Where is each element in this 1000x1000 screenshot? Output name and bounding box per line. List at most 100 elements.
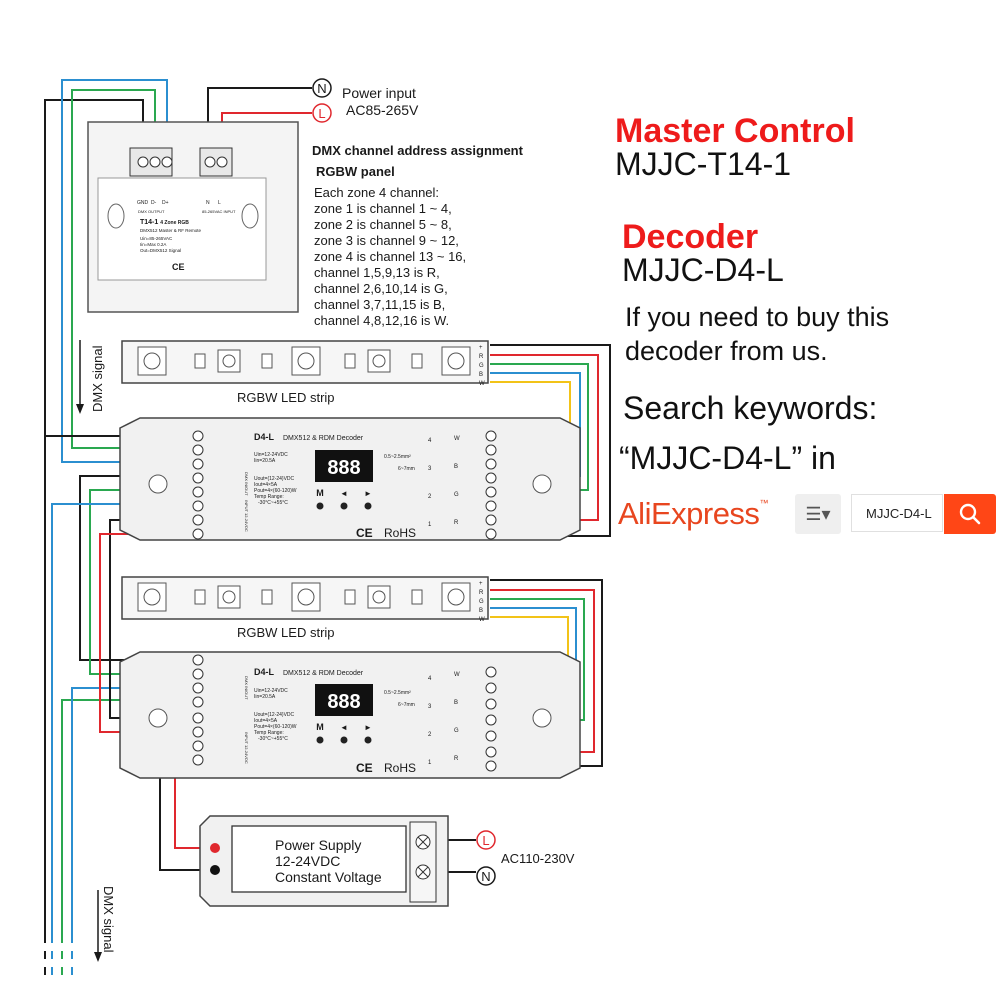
dmx-signal-label-bottom: DMX signal [101,886,116,953]
decoder-1-btn-m-label: M [316,488,324,498]
decoder-2-btn-right-label: ► [364,723,372,732]
dmx-assignment: DMX channel address assignment RGBW pane… [312,143,524,328]
decoder-1-spec-out-4: Temp Range: [254,494,284,500]
category-menu-button[interactable]: ☰▾ [795,494,841,534]
assignment-title: DMX channel address assignment [312,143,524,158]
decoder-2-btn-m-label: M [316,722,324,732]
decoder-1-btn-right [364,502,372,510]
strip-1-label: RGBW LED strip [237,390,335,405]
decoder-2-display-digits: 888 [327,691,360,713]
assignment-line-6: channel 1,5,9,13 is R, [314,265,440,280]
decoder-2-btn-left-label: ◄ [340,723,348,732]
svg-text:W: W [454,436,460,442]
panel-spec-3: Out=DMX512 Signal [140,248,181,253]
decoder-2-rohs: RoHS [384,761,416,775]
panel-spec-1: Uin=85-265VAC [140,236,173,241]
power-input: N L Power input AC85-265V [312,78,419,123]
decoder-1-left-terminals [192,430,204,540]
panel-terminal-l: L [218,200,221,206]
led-strip-2: + R G B W RGBW LED strip [121,576,489,640]
strip-2-pin-w: W [479,617,485,623]
decoder-1-spec-out-1: Uout=(12-24)VDC [254,476,295,482]
panel-terminal-screws [137,156,228,168]
search-button[interactable] [944,494,996,534]
decoder-1-btn-m [316,502,324,510]
decoder-2-channel-labels: 4 3 2 1 W B G R [428,672,460,766]
search-keywords-line-2: “MJJC-D4-L” in [619,440,836,476]
power-input-voltage: AC85-265V [346,102,419,118]
assignment-line-4: zone 3 is channel 9 ~ 12, [314,233,459,248]
decoder-1-spec-out-5: -30°C~+55°C [258,500,288,506]
svg-text:3: 3 [428,704,432,710]
search-icon [959,503,981,525]
decoder-1-power-label: INPUT 12-24VDC [244,500,249,532]
decoder-1-wire-spec-2: 6~7mm [398,466,415,472]
svg-text:G: G [454,728,459,734]
master-control-title: Master Control [615,112,855,150]
decoder-2-spec-out-1: Uout=(12-24)VDC [254,712,295,718]
svg-text:R: R [454,756,459,762]
strip-1-pin-b: B [479,372,483,378]
svg-text:1: 1 [428,760,432,766]
decoder-1-rohs: RoHS [384,526,416,540]
svg-text:B: B [454,464,458,470]
svg-text:2: 2 [428,494,432,500]
assignment-line-2: zone 1 is channel 1 ~ 4, [314,201,452,216]
rgbw-panel: GND D- D+ DMX OUTPUT N L 85-265VAC INPUT… [87,121,299,313]
strip-2-label: RGBW LED strip [237,625,335,640]
ps-output-positive [210,843,220,853]
decoder-2-model: D4-L [254,667,275,677]
assignment-line-3: zone 2 is channel 5 ~ 8, [314,217,452,232]
svg-text:1: 1 [428,522,432,528]
decoder-1: D4-L DMX512 & RDM Decoder Uin=12-24VDC I… [119,417,581,541]
decoder-1-spec-in-2: Iin=20.5A [254,458,276,464]
menu-icon: ☰▾ [805,503,831,524]
search-input[interactable]: MJJC-D4-L [851,494,943,532]
decoder-2-spec-in-1: Uin=12-24VDC [254,688,288,694]
strip-2-pin-b: B [479,608,483,614]
decoder-2-btn-right [364,736,372,744]
assignment-line-7: channel 2,6,10,14 is G, [314,281,448,296]
strip-2-leds [137,582,471,612]
decoder-2-btn-left [340,736,348,744]
strip-1-pin-g: G [479,363,484,369]
decoder-1-desc: DMX512 & RDM Decoder [283,435,364,442]
panel-dmx-output: DMX OUTPUT [138,209,165,214]
decoder-1-spec-in-1: Uin=12-24VDC [254,452,288,458]
strip-1-pin-plus: + [479,345,483,351]
power-supply: Power Supply 12-24VDC Constant Voltage L… [199,815,575,907]
dmx-wire-blue [61,79,196,463]
decoder-1-model: D4-L [254,432,275,442]
decoder-1-btn-right-label: ► [364,489,372,498]
panel-terminal-dminus: D- [151,200,157,206]
decoder-2-left-terminals [192,654,204,766]
search-keywords-line-1: Search keywords: [623,390,878,426]
decoder-2-desc: DMX512 & RDM Decoder [283,670,364,677]
master-control-model: MJJC-T14-1 [615,146,792,182]
decoder-2-spec-out-5: -30°C~+55°C [258,736,288,742]
power-input-n: N [317,81,326,96]
decoder-1-btn-left-label: ◄ [340,489,348,498]
ps-line-2: 12-24VDC [275,853,340,869]
ps-line-1: Power Supply [275,837,361,853]
decoder-2-btn-m [316,736,324,744]
decoder-2: D4-L DMX512 & RDM Decoder Uin=12-24VDC I… [119,651,581,779]
aliexpress-logo[interactable]: AliExpress™ [618,496,768,531]
ps-ac-l-label: L [482,833,489,848]
panel-spec-2: Iin=Max 0.2A [140,242,166,247]
ps-ac-n-label: N [481,869,490,884]
svg-text:G: G [454,492,459,498]
power-input-l: L [318,106,325,121]
decoder-2-right-terminals [485,666,497,772]
ps-ac-voltage: AC110-230V [501,851,575,866]
decoder-model: MJJC-D4-L [622,252,784,288]
strip-1-leds [137,346,471,376]
decoder-1-display [315,450,373,482]
panel-terminal-dplus: D+ [162,200,169,206]
decoder-2-wire-spec-1: 0.5~2.5mm² [384,690,411,696]
dmx-wire-green [71,89,196,449]
panel-ce: CE [172,262,185,272]
assignment-subtitle: RGBW panel [316,164,395,179]
decoder-1-btn-left [340,502,348,510]
